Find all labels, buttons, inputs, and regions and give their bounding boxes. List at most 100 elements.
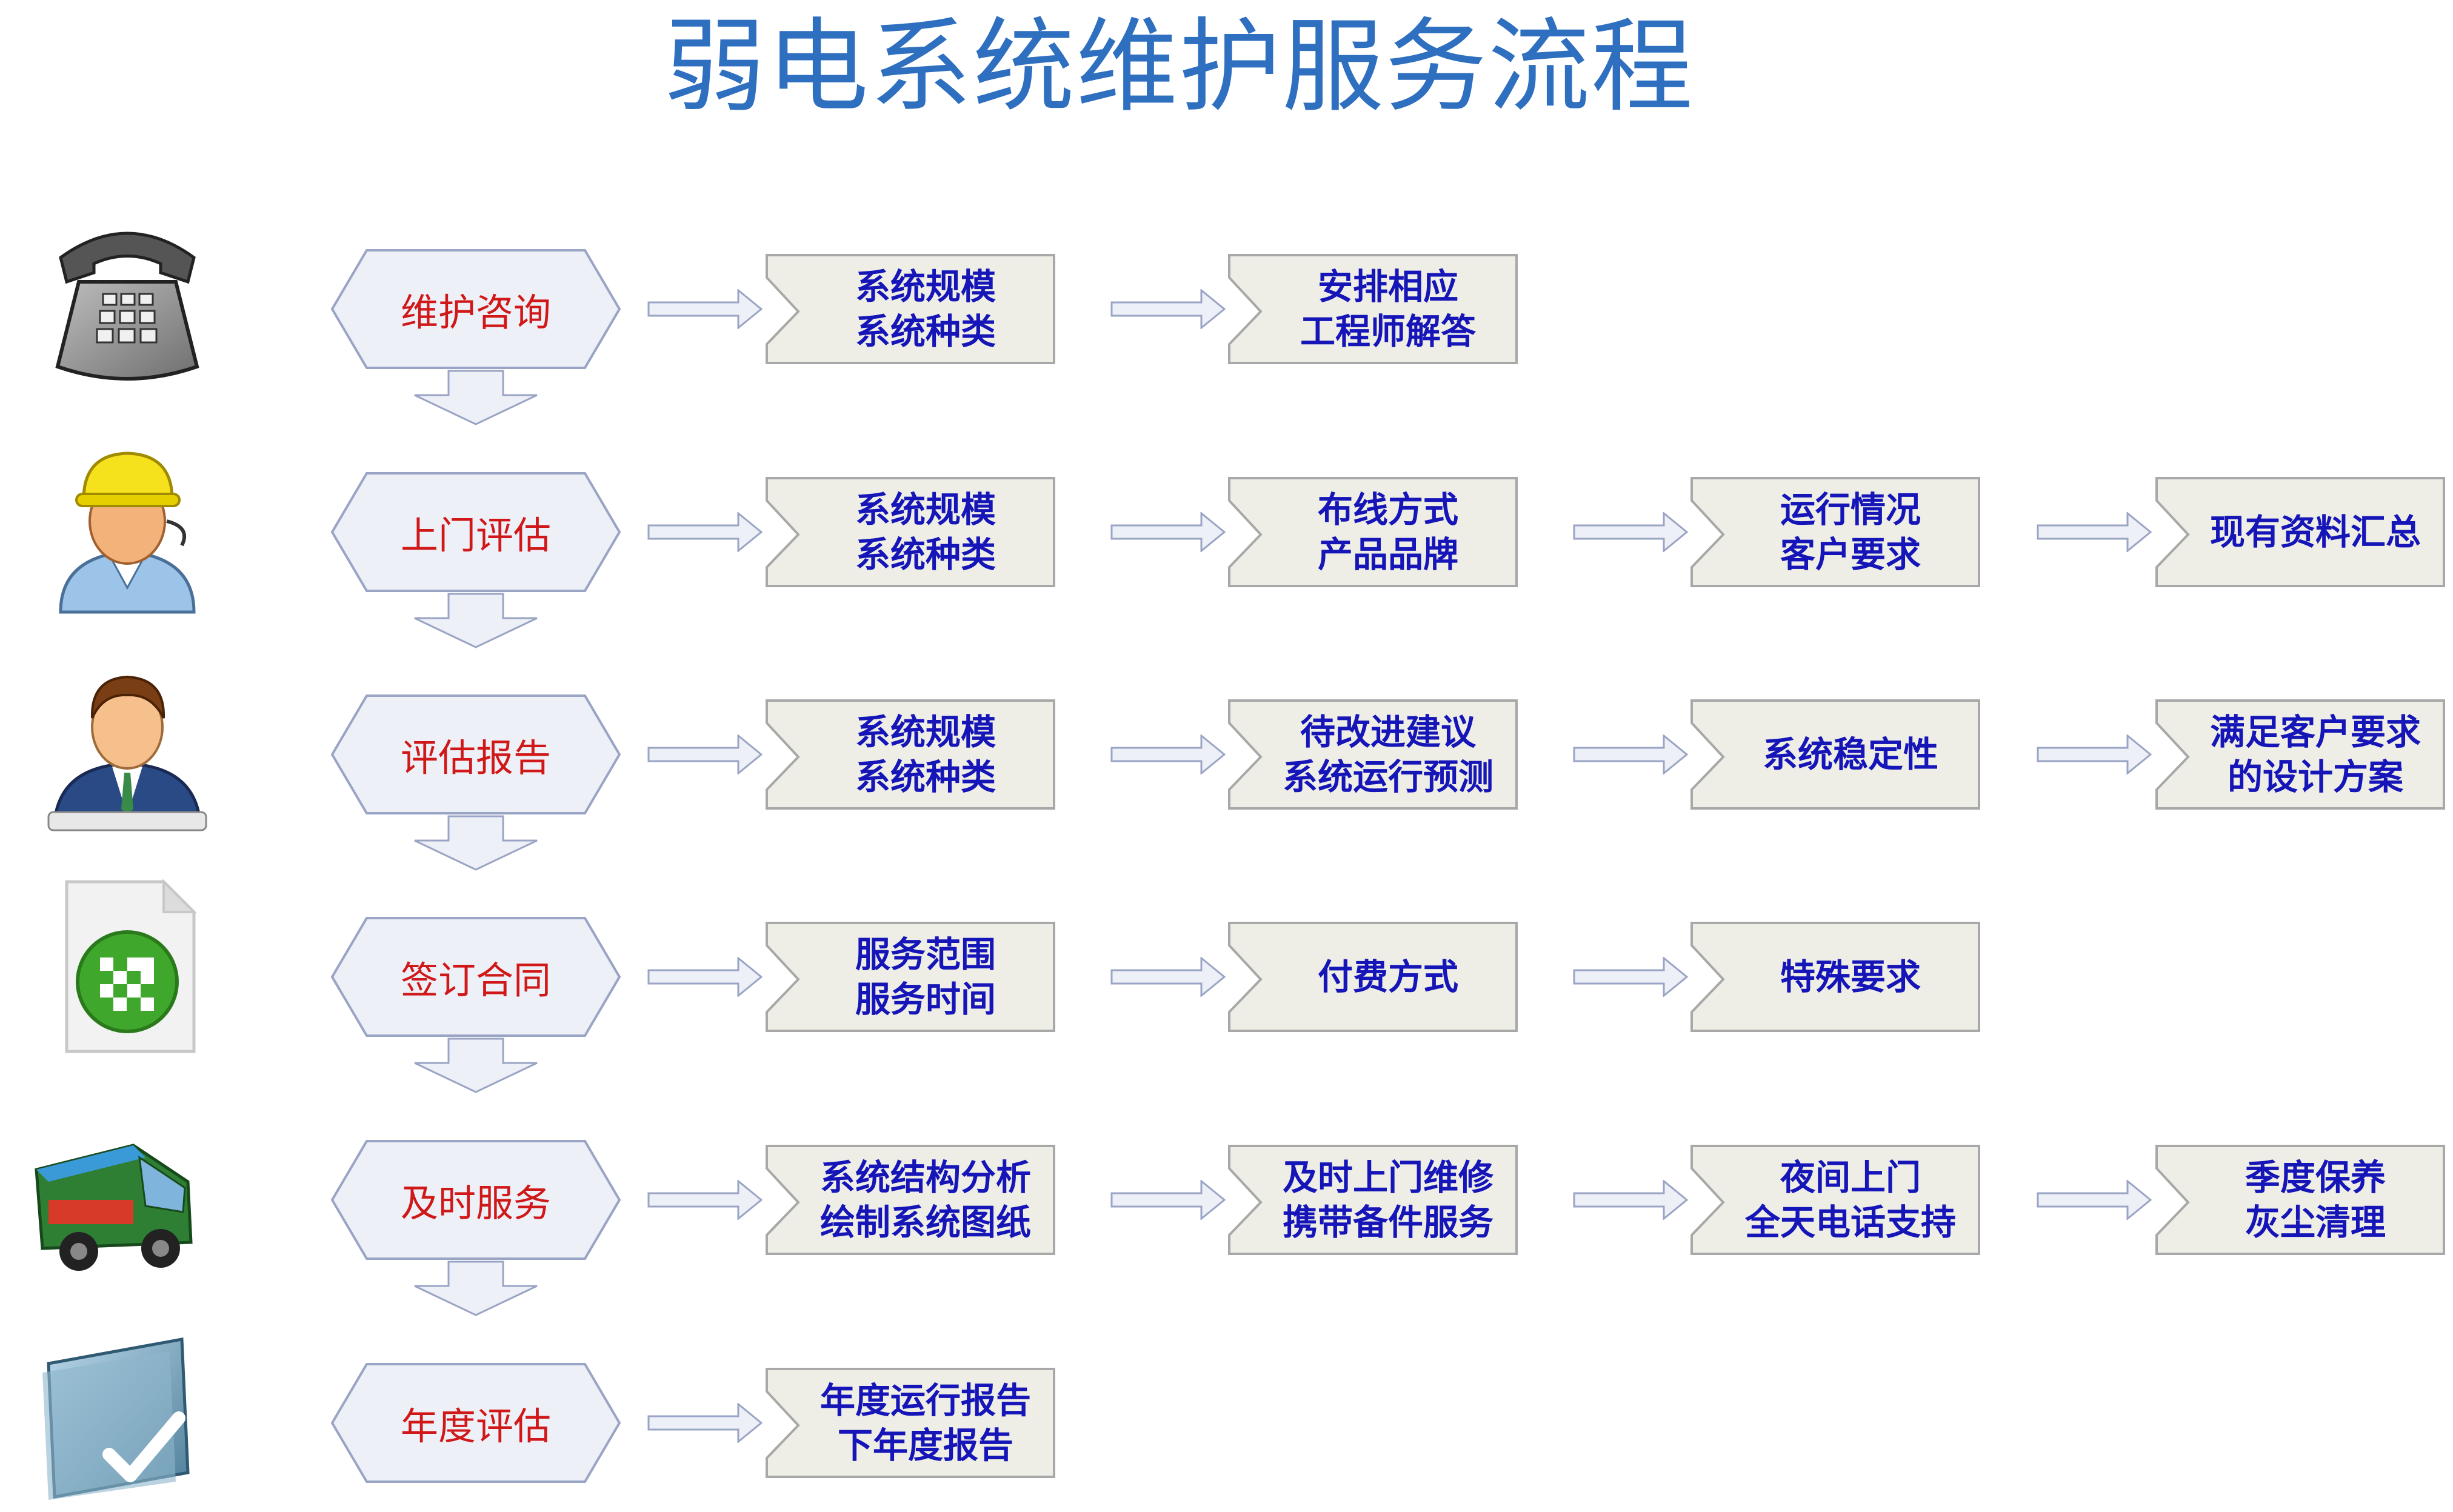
step-box: 系统规模系统种类 bbox=[765, 476, 1056, 588]
down-arrow-icon bbox=[413, 1037, 538, 1093]
right-arrow-icon bbox=[1573, 512, 1688, 552]
step-line: 绘制系统图纸 bbox=[819, 1202, 1031, 1243]
right-arrow-icon bbox=[2037, 512, 2152, 552]
checkmark-icon bbox=[24, 1327, 206, 1509]
down-arrow-icon bbox=[413, 1261, 538, 1316]
step-line: 客户要求 bbox=[1780, 534, 1921, 575]
step-text: 系统结构分析绘制系统图纸 bbox=[801, 1144, 1050, 1256]
step-line: 全天电话支持 bbox=[1744, 1202, 1956, 1243]
right-arrow-icon bbox=[647, 1403, 763, 1443]
down-arrow-icon bbox=[413, 370, 538, 425]
step-text: 年度运行报告下年度报告 bbox=[801, 1367, 1050, 1479]
document-icon bbox=[36, 876, 218, 1057]
step-line: 系统运行预测 bbox=[1282, 756, 1493, 798]
stage-label: 评估报告 bbox=[400, 736, 551, 780]
step-line: 安排相应 bbox=[1317, 266, 1458, 307]
step-text: 及时上门维修携带备件服务 bbox=[1264, 1144, 1512, 1256]
step-text: 布线方式产品品牌 bbox=[1264, 476, 1512, 588]
step-line: 运行情况 bbox=[1780, 489, 1921, 530]
step-line: 系统种类 bbox=[855, 311, 996, 352]
step-line: 携带备件服务 bbox=[1282, 1202, 1493, 1243]
step-text: 系统规模系统种类 bbox=[801, 253, 1050, 365]
step-box: 系统结构分析绘制系统图纸 bbox=[765, 1144, 1056, 1256]
step-box: 年度运行报告下年度报告 bbox=[765, 1367, 1056, 1479]
step-box: 安排相应工程师解答 bbox=[1227, 253, 1518, 365]
right-arrow-icon bbox=[647, 1180, 763, 1220]
businessman-icon bbox=[36, 651, 218, 833]
step-line: 系统结构分析 bbox=[819, 1157, 1031, 1198]
step-box: 系统稳定性 bbox=[1690, 699, 1981, 810]
right-arrow-icon bbox=[1110, 957, 1226, 997]
step-line: 付费方式 bbox=[1317, 956, 1458, 997]
step-line: 服务时间 bbox=[855, 979, 996, 1020]
step-box: 待改进建议系统运行预测 bbox=[1227, 699, 1518, 810]
step-box: 特殊要求 bbox=[1690, 921, 1981, 1033]
step-line: 灰尘清理 bbox=[2244, 1202, 2386, 1243]
right-arrow-icon bbox=[647, 734, 763, 774]
step-box: 现有资料汇总 bbox=[2155, 476, 2446, 588]
van-icon bbox=[24, 1109, 206, 1291]
step-line: 现有资料汇总 bbox=[2209, 511, 2421, 553]
engineer-icon bbox=[36, 436, 218, 618]
stage-node: 维护咨询 bbox=[330, 248, 621, 370]
right-arrow-icon bbox=[1110, 289, 1226, 329]
step-box: 运行情况客户要求 bbox=[1690, 476, 1981, 588]
step-box: 布线方式产品品牌 bbox=[1227, 476, 1518, 588]
step-box: 及时上门维修携带备件服务 bbox=[1227, 1144, 1518, 1256]
step-line: 年度运行报告 bbox=[819, 1380, 1031, 1421]
right-arrow-icon bbox=[647, 512, 763, 552]
step-line: 系统规模 bbox=[855, 711, 996, 753]
step-text: 运行情况客户要求 bbox=[1726, 476, 1975, 588]
step-box: 付费方式 bbox=[1227, 921, 1518, 1033]
step-box: 服务范围服务时间 bbox=[765, 921, 1056, 1033]
right-arrow-icon bbox=[1110, 734, 1226, 774]
step-line: 产品品牌 bbox=[1317, 534, 1458, 575]
stage-label: 维护咨询 bbox=[400, 290, 551, 335]
step-line: 布线方式 bbox=[1317, 489, 1458, 530]
right-arrow-icon bbox=[1110, 1180, 1226, 1220]
stage-node: 年度评估 bbox=[330, 1362, 621, 1484]
step-line: 系统种类 bbox=[855, 534, 996, 575]
step-line: 夜间上门 bbox=[1780, 1157, 1921, 1198]
right-arrow-icon bbox=[1573, 957, 1688, 997]
step-text: 季度保养灰尘清理 bbox=[2191, 1144, 2440, 1256]
step-box: 系统规模系统种类 bbox=[765, 699, 1056, 810]
step-line: 工程师解答 bbox=[1300, 311, 1476, 352]
step-text: 现有资料汇总 bbox=[2191, 476, 2440, 588]
step-text: 特殊要求 bbox=[1726, 921, 1975, 1033]
step-text: 系统规模系统种类 bbox=[801, 699, 1050, 810]
step-text: 夜间上门全天电话支持 bbox=[1726, 1144, 1975, 1256]
telephone-icon bbox=[36, 215, 218, 397]
right-arrow-icon bbox=[1110, 512, 1226, 552]
step-box: 季度保养灰尘清理 bbox=[2155, 1144, 2446, 1256]
step-line: 季度保养 bbox=[2244, 1157, 2386, 1198]
right-arrow-icon bbox=[2037, 1180, 2152, 1220]
step-text: 满足客户要求的设计方案 bbox=[2191, 699, 2440, 810]
right-arrow-icon bbox=[647, 289, 763, 329]
step-line: 的设计方案 bbox=[2227, 756, 2403, 798]
step-line: 系统种类 bbox=[855, 756, 996, 798]
stage-node: 签订合同 bbox=[330, 916, 621, 1037]
stage-node: 及时服务 bbox=[330, 1139, 621, 1261]
step-box: 夜间上门全天电话支持 bbox=[1690, 1144, 1981, 1256]
step-text: 服务范围服务时间 bbox=[801, 921, 1050, 1033]
step-line: 下年度报告 bbox=[837, 1425, 1013, 1466]
step-text: 待改进建议系统运行预测 bbox=[1264, 699, 1512, 810]
step-line: 系统规模 bbox=[855, 266, 996, 307]
stage-label: 上门评估 bbox=[400, 513, 551, 558]
down-arrow-icon bbox=[413, 815, 538, 871]
step-text: 系统规模系统种类 bbox=[801, 476, 1050, 588]
step-box: 系统规模系统种类 bbox=[765, 253, 1056, 365]
step-line: 系统稳定性 bbox=[1762, 734, 1938, 775]
step-line: 待改进建议 bbox=[1300, 711, 1476, 753]
right-arrow-icon bbox=[1573, 1180, 1688, 1220]
stage-node: 评估报告 bbox=[330, 694, 621, 815]
step-line: 满足客户要求 bbox=[2209, 711, 2421, 753]
stage-label: 及时服务 bbox=[400, 1181, 551, 1225]
step-text: 付费方式 bbox=[1264, 921, 1512, 1033]
page-title: 弱电系统维护服务流程 bbox=[664, 7, 1694, 126]
step-line: 系统规模 bbox=[855, 489, 996, 530]
step-text: 系统稳定性 bbox=[1726, 699, 1975, 810]
stage-label: 签订合同 bbox=[400, 958, 551, 1002]
